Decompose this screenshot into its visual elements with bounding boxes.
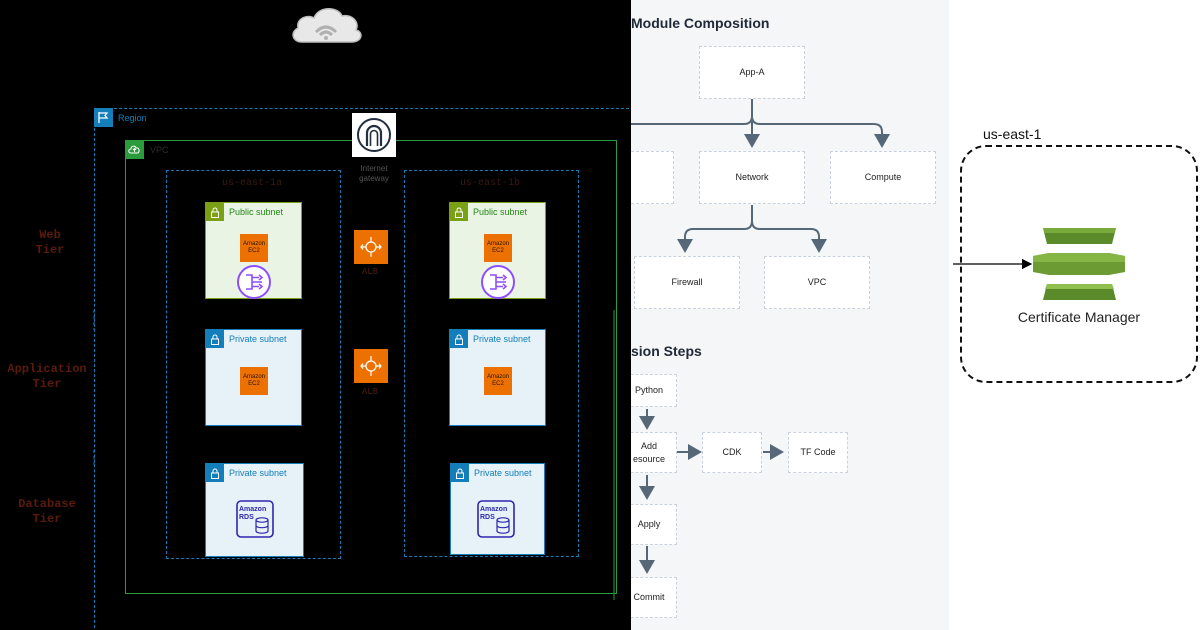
module-node-network: Network (699, 151, 805, 204)
rds-label: Amazon (239, 506, 266, 513)
rds-label: RDS (480, 514, 495, 521)
step-cdk: CDK (702, 432, 762, 473)
internet-gateway-label: Internet gateway (359, 164, 389, 183)
certificate-manager-icon (1033, 228, 1125, 300)
private-subnet: Private subnet Amazon RDS (450, 463, 545, 555)
module-node-compute: Compute (830, 151, 936, 204)
ec2-label: Amazon (486, 241, 509, 247)
elb-icon (354, 230, 388, 264)
lock-icon (450, 203, 468, 221)
region-boundary (94, 108, 631, 630)
module-composition-title: Module Composition (631, 15, 770, 31)
elb-icon (354, 349, 388, 383)
certificate-manager-graphic (953, 228, 1125, 300)
ec2-label: Amazon (486, 374, 509, 380)
lock-icon (450, 330, 468, 348)
rds-icon: Amazon RDS (236, 500, 274, 538)
lock-icon (451, 464, 469, 482)
module-node-firewall: Firewall (634, 256, 740, 309)
certificate-manager-panel: us-east-1 Certificate Manager (949, 0, 1200, 630)
region-title: us-east-1 (983, 126, 1042, 142)
tier-label-database: Database Tier (18, 497, 76, 526)
nat-gateway-icon (481, 265, 515, 299)
subnet-label: Public subnet (229, 207, 284, 217)
aws-architecture-panel: Web Tier Application Tier Database Tier … (0, 0, 631, 630)
subnet-label: Private subnet (229, 334, 287, 344)
az-label-b: us-east-1b (460, 178, 521, 189)
cloud-icon (292, 8, 362, 43)
rds-label: Amazon (480, 506, 507, 513)
subnet-label: Private subnet (473, 334, 531, 344)
ec2-label: EC2 (248, 248, 260, 254)
module-node-child (631, 151, 674, 204)
subnet-label: Private subnet (229, 468, 287, 478)
rds-label: RDS (239, 514, 254, 521)
module-node-root: App-A (699, 46, 805, 99)
module-composition-panel: Module Composition App-A Network Compute… (631, 0, 949, 630)
tier-label-web: Web Tier (35, 228, 65, 257)
step-python: Python (631, 374, 677, 407)
ec2-label: EC2 (248, 381, 260, 387)
ec2-label: EC2 (492, 248, 504, 254)
module-connectors (631, 98, 890, 574)
region-label: Region (118, 113, 147, 123)
availability-zone-a (166, 170, 341, 559)
step-commit: Commit (631, 577, 677, 618)
elb-label: ALB (362, 267, 379, 277)
ec2-label: Amazon (242, 374, 265, 380)
ec2-label: Amazon (242, 241, 265, 247)
vpc-cloud-icon (125, 140, 144, 159)
subnet-label: Private subnet (474, 468, 532, 478)
tier-label-application: Application Tier (7, 362, 87, 391)
rds-icon: Amazon RDS (477, 500, 515, 538)
steps-title: sion Steps (631, 343, 702, 359)
internet-gateway-icon (352, 113, 396, 157)
step-add-resource: Add esource (631, 432, 677, 473)
step-tf-code: TF Code (788, 432, 848, 473)
certificate-manager-label: Certificate Manager (1017, 309, 1141, 325)
region-flag-icon (94, 108, 113, 127)
nat-gateway-icon (237, 265, 271, 299)
availability-zone-b (404, 170, 579, 557)
private-subnet: Private subnet Amazon RDS (205, 463, 304, 557)
lock-icon (206, 464, 224, 482)
step-apply: Apply (631, 504, 677, 545)
vpc-label: VPC (150, 145, 169, 155)
az-label-a: us-east-1a (222, 178, 283, 189)
module-node-vpc: VPC (764, 256, 870, 309)
subnet-label: Public subnet (473, 207, 528, 217)
lock-icon (206, 330, 224, 348)
ec2-label: EC2 (492, 381, 504, 387)
lock-icon (206, 203, 224, 221)
elb-label: ALB (362, 387, 379, 397)
